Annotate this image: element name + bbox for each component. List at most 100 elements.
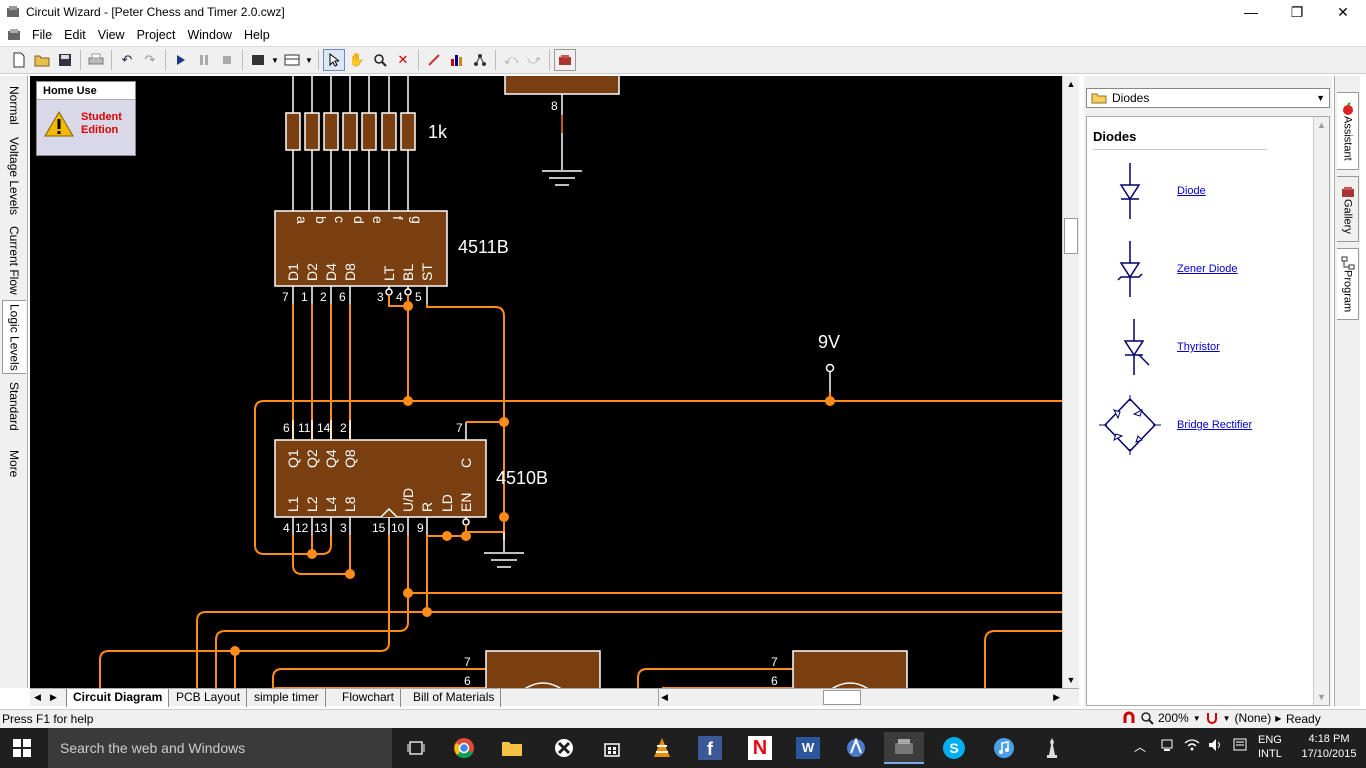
- itunes-icon[interactable]: [984, 732, 1024, 764]
- open-icon[interactable]: [31, 49, 53, 71]
- notification-icon[interactable]: [1232, 738, 1248, 755]
- canvas-vertical-scrollbar[interactable]: ▲ ▼: [1062, 76, 1079, 688]
- skype-icon[interactable]: S: [934, 732, 974, 764]
- scroll-thumb[interactable]: [1064, 218, 1078, 254]
- lower-chip-1[interactable]: [485, 650, 601, 688]
- category-dropdown[interactable]: Diodes ▼: [1086, 88, 1330, 108]
- pointer-icon[interactable]: [323, 49, 345, 71]
- language-indicator[interactable]: ENG INTL: [1258, 734, 1282, 760]
- menu-help[interactable]: Help: [243, 28, 270, 42]
- maximize-button[interactable]: ❐: [1290, 3, 1304, 20]
- gallery-item-diode[interactable]: Diode: [1177, 185, 1206, 197]
- clock[interactable]: 4:18 PM 17/10/2015: [1296, 732, 1362, 762]
- app-globe-icon[interactable]: [836, 732, 876, 764]
- tab-more[interactable]: More: [7, 450, 21, 478]
- minimize-button[interactable]: —: [1244, 4, 1258, 20]
- word-icon[interactable]: W: [788, 732, 828, 764]
- vlc-icon[interactable]: [642, 732, 682, 764]
- redo-icon[interactable]: ↷: [144, 52, 156, 67]
- gallery-toolbar-icon[interactable]: [554, 49, 576, 71]
- layout-icon[interactable]: [281, 49, 303, 71]
- tab-scroll-right-icon[interactable]: ▶: [50, 692, 57, 702]
- tab-gallery[interactable]: Gallery: [1337, 176, 1359, 242]
- facebook-icon[interactable]: f: [690, 732, 730, 764]
- zoom-dropdown-icon[interactable]: ▼: [1192, 713, 1201, 723]
- task-view-icon[interactable]: [396, 732, 436, 764]
- menu-file[interactable]: File: [32, 28, 53, 42]
- tab-logic-levels[interactable]: Logic Levels: [2, 300, 26, 374]
- wifi-tray-icon[interactable]: [1184, 738, 1200, 755]
- component-icon[interactable]: [247, 49, 269, 71]
- undo-icon[interactable]: ↶: [121, 52, 133, 67]
- menu-edit[interactable]: Edit: [64, 28, 86, 42]
- dropdown-arrow-icon[interactable]: ▼: [305, 55, 313, 65]
- print-icon[interactable]: [85, 49, 107, 71]
- gallery-scroll-down-icon[interactable]: ▼: [1317, 692, 1326, 702]
- xbox-icon[interactable]: [544, 732, 584, 764]
- circuit-wizard-taskbar-icon[interactable]: [884, 732, 924, 764]
- new-icon[interactable]: [8, 49, 30, 71]
- taskbar-search-box[interactable]: Search the web and Windows: [48, 728, 392, 768]
- lower-chip-2[interactable]: [792, 650, 908, 688]
- network-icon[interactable]: [469, 49, 491, 71]
- close-button[interactable]: ✕: [1337, 3, 1349, 20]
- rotate-left-icon[interactable]: ⤺: [504, 52, 518, 67]
- scroll-up-icon[interactable]: ▲: [1066, 79, 1076, 89]
- menu-window[interactable]: Window: [187, 28, 232, 42]
- tab-simple-timer[interactable]: simple timer: [248, 689, 326, 707]
- tab-voltage-levels[interactable]: Voltage Levels: [7, 136, 21, 216]
- tab-normal[interactable]: Normal: [7, 85, 21, 125]
- gallery-scroll-up-icon[interactable]: ▲: [1317, 120, 1326, 130]
- chess-piece-icon[interactable]: [1032, 732, 1072, 764]
- tab-program[interactable]: Program: [1337, 248, 1359, 320]
- graph-icon[interactable]: [446, 49, 468, 71]
- zener-diode-symbol-icon[interactable]: [1097, 237, 1167, 301]
- tab-current-flow[interactable]: Current Flow: [7, 225, 21, 295]
- ground-symbol-2[interactable]: [484, 552, 524, 568]
- play-icon[interactable]: [170, 49, 192, 71]
- chevron-down-icon[interactable]: ▼: [1316, 93, 1325, 103]
- network-tray-icon[interactable]: [1160, 738, 1176, 755]
- hscroll-thumb[interactable]: [823, 690, 861, 705]
- pause-icon[interactable]: [193, 49, 215, 71]
- save-icon[interactable]: [54, 49, 76, 71]
- menu-project[interactable]: Project: [136, 28, 176, 42]
- stop-icon[interactable]: [216, 49, 238, 71]
- supply-terminal[interactable]: [825, 363, 835, 373]
- chrome-icon[interactable]: [444, 732, 484, 764]
- gallery-scrollbar[interactable]: ▲ ▼: [1313, 117, 1329, 705]
- zoom-icon[interactable]: [369, 49, 391, 71]
- ground-symbol[interactable]: [542, 170, 582, 186]
- tab-flowchart[interactable]: Flowchart: [336, 689, 402, 707]
- resistor-array[interactable]: [285, 76, 416, 211]
- tab-scroll-left-icon[interactable]: ◀: [34, 692, 41, 702]
- tab-circuit-diagram[interactable]: Circuit Diagram: [66, 689, 170, 707]
- tab-bill-of-materials[interactable]: Bill of Materials: [407, 689, 502, 707]
- hscroll-left-icon[interactable]: ◀: [661, 692, 668, 702]
- hand-icon[interactable]: ✋: [348, 52, 366, 67]
- circuit-canvas[interactable]: .w{stroke:#ff8c1a;stroke-width:2;fill:no…: [30, 76, 1062, 688]
- thyristor-symbol-icon[interactable]: [1097, 315, 1167, 379]
- delete-icon[interactable]: ✕: [397, 52, 409, 67]
- probe-icon[interactable]: [423, 49, 445, 71]
- top-chip-fragment[interactable]: [504, 76, 620, 95]
- schematic[interactable]: .w{stroke:#ff8c1a;stroke-width:2;fill:no…: [30, 76, 1062, 688]
- bridge-rectifier-symbol-icon[interactable]: [1097, 393, 1167, 457]
- mode-arrow-icon[interactable]: ▶: [1275, 713, 1282, 723]
- store-icon[interactable]: [592, 732, 632, 764]
- volume-tray-icon[interactable]: [1208, 738, 1224, 755]
- scroll-down-icon[interactable]: ▼: [1066, 675, 1076, 685]
- file-explorer-icon[interactable]: [492, 732, 532, 764]
- show-hidden-icons[interactable]: ︿: [1134, 740, 1147, 754]
- gallery-item-bridge-rectifier[interactable]: Bridge Rectifier: [1177, 419, 1253, 431]
- tab-assistant[interactable]: Assistant: [1337, 92, 1359, 170]
- netflix-icon[interactable]: N: [740, 732, 780, 764]
- rotate-right-icon[interactable]: ⤻: [527, 52, 541, 67]
- tab-standard[interactable]: Standard: [7, 381, 21, 431]
- gallery-item-zener-diode[interactable]: Zener Diode: [1177, 263, 1238, 275]
- hscroll-right-icon[interactable]: ▶: [1053, 692, 1060, 702]
- diode-symbol-icon[interactable]: [1097, 159, 1167, 223]
- mode-dropdown-icon[interactable]: ▼: [1222, 713, 1231, 723]
